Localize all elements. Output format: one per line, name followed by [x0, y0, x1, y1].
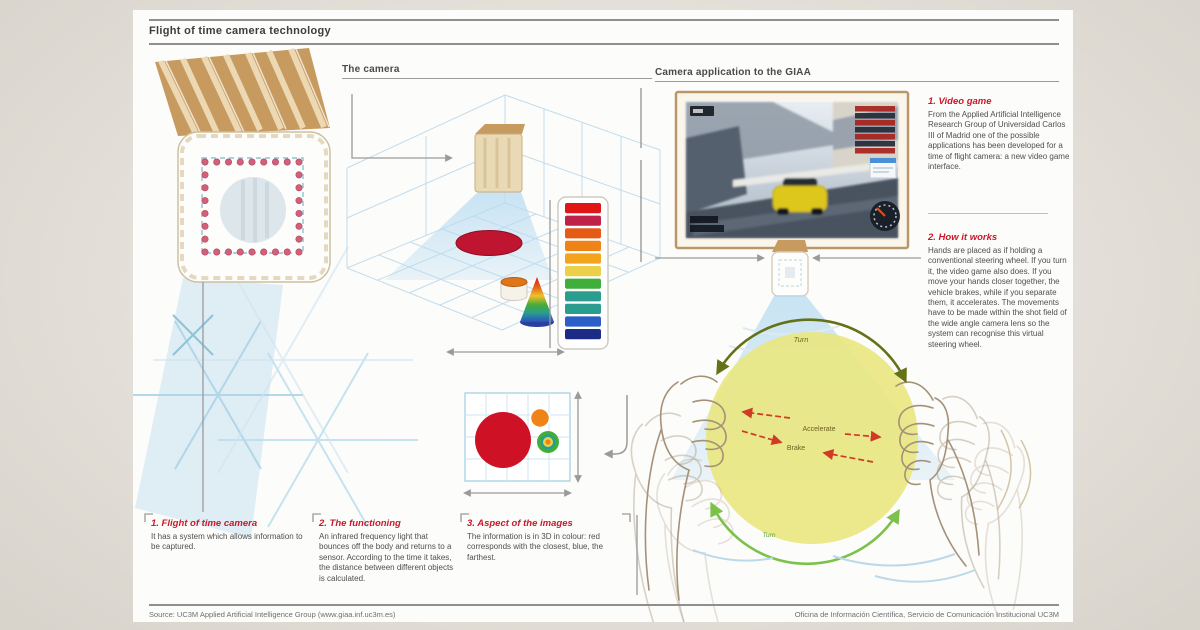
application-scene: Turn Accelerate Brake Turn: [608, 90, 1065, 622]
application-note-2-body: Hands are placed as if holding a convent…: [928, 246, 1067, 349]
wide-angle-camera-icon: [771, 240, 809, 297]
image-aspect-panel: [463, 391, 628, 497]
application-note-2: 2. How it works Hands are placed as if h…: [928, 232, 1070, 350]
page-title: Flight of time camera technology: [149, 25, 331, 37]
left-hand-sketch: [644, 375, 727, 601]
game-car: [772, 178, 828, 215]
note-3-title: 3. Aspect of the images: [467, 518, 573, 529]
color-scale-swatches: [565, 203, 601, 340]
note-1: 1. Flight of time camera It has a system…: [151, 518, 303, 553]
scene-camera-icon: [474, 124, 525, 193]
note-3-body: The information is in 3D in colour: red …: [467, 532, 604, 562]
turn-arrow-bottom: [710, 501, 900, 566]
motion-arcs-hand: [996, 429, 1032, 511]
red-blob: [475, 412, 531, 468]
camera-rib-stripes: [158, 47, 327, 136]
hands-sketch: [608, 375, 1065, 622]
virtual-steering-wheel: [706, 332, 918, 544]
red-disc: [455, 230, 523, 256]
footer-rule: [149, 604, 1059, 606]
game-sign: [869, 157, 897, 179]
accelerate-label: Accelerate: [802, 426, 835, 433]
section-rule-application: [655, 81, 1059, 82]
camera-face-notches: [180, 134, 328, 280]
game-screenshot: [674, 90, 910, 250]
motion-arcs: [692, 549, 976, 583]
footer-credit: Oficina de Información Científica, Servi…: [794, 610, 1059, 619]
camera-rib-highlights: [165, 48, 330, 135]
note-brackets: [144, 513, 638, 595]
turn-bottom-label: Turn: [763, 532, 776, 539]
orange-blob: [529, 407, 551, 429]
game-speedometer: [870, 201, 900, 231]
section-rule-camera: [342, 78, 652, 79]
game-hud: [690, 106, 900, 232]
connector-line: [351, 94, 453, 162]
light-cross-icon: [172, 314, 214, 356]
application-note-divider: [928, 213, 1048, 214]
camera-lens-stripes: [241, 178, 269, 242]
color-scale: [549, 196, 609, 350]
return-arrow: [603, 395, 628, 459]
title-rule-bottom: [149, 43, 1059, 45]
note-2: 2. The functioning An infrared frequency…: [319, 518, 457, 584]
note-1-title: 1. Flight of time camera: [151, 518, 258, 529]
note-2-title: 2. The functioning: [319, 518, 401, 529]
turn-top-label: Turn: [794, 335, 809, 344]
turn-arrow-top: [716, 318, 907, 384]
note-1-body: It has a system which allows information…: [151, 532, 303, 552]
game-environment: [686, 102, 898, 238]
camera-light-beam: [135, 278, 283, 538]
light-star-icon: [153, 246, 413, 474]
section-title-camera: The camera: [342, 64, 400, 75]
footer-source: Source: UC3M Applied Artificial Intellig…: [149, 610, 396, 619]
infographic-artwork: Turn Accelerate Brake Turn: [133, 47, 1065, 622]
application-note-2-title: 2. How it works: [928, 232, 998, 243]
rainbow-cone: [520, 277, 554, 327]
camera-scene: [346, 94, 661, 497]
application-note-1-body: From the Applied Artificial Intelligence…: [928, 110, 1070, 171]
light-star-icon: [133, 320, 303, 470]
title-rule-top: [149, 19, 1059, 21]
infographic-panel: Flight of time camera technology The cam…: [133, 10, 1073, 622]
light-star-icon: [218, 352, 418, 528]
section-title-application: Camera application to the GIAA: [655, 67, 812, 78]
brake-label: Brake: [787, 445, 805, 452]
accelerate-brake-arrows: [741, 407, 882, 463]
led-dots: [201, 158, 303, 256]
application-note-1: 1. Video game From the Applied Artificia…: [928, 96, 1070, 172]
tof-camera-illustration: [133, 47, 418, 538]
target-blob: [537, 431, 559, 453]
orange-cylinder: [500, 277, 528, 301]
note-2-body: An infrared frequency light that bounces…: [319, 532, 454, 583]
note-3: 3. Aspect of the images The information …: [467, 518, 617, 563]
application-note-1-title: 1. Video game: [928, 96, 992, 107]
